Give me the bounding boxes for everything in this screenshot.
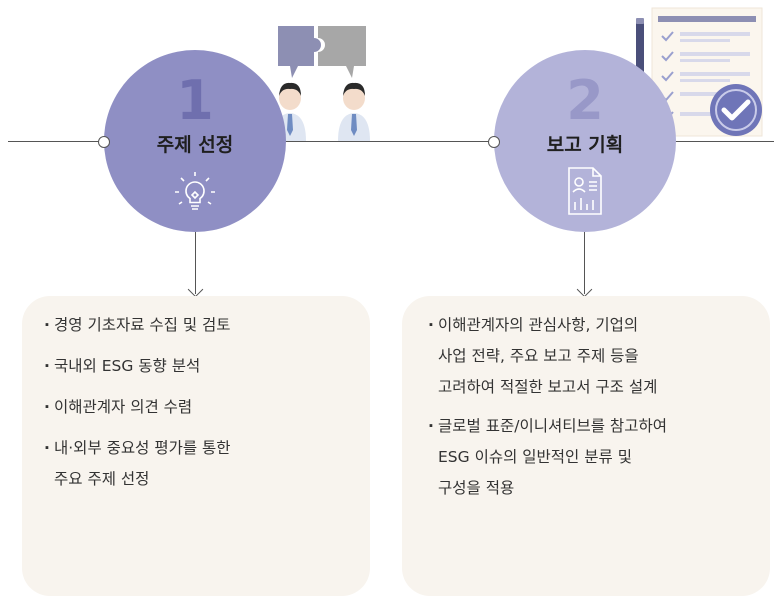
list-item-line: 이해관계자의 관심사항, 기업의 [438, 316, 639, 334]
list-item: ·국내외 ESG 동향 분석 [44, 351, 231, 382]
list-item: ·경영 기초자료 수집 및 검토 [44, 310, 231, 341]
step-1-card: ·경영 기초자료 수집 및 검토·국내외 ESG 동향 분석·이해관계자 의견 … [22, 296, 370, 596]
list-item-line: 사업 전략, 주요 보고 주제 등을 [438, 347, 639, 365]
step-1-title: 주제 선정 [156, 134, 234, 156]
list-item-line: 경영 기초자료 수집 및 검토 [54, 316, 231, 334]
bullet-icon: · [44, 316, 50, 334]
step-2-node [488, 136, 500, 148]
list-item-line: 주요 주제 선정 [54, 470, 150, 488]
step-2-circle: 2 보고 기획 [494, 50, 676, 232]
step-2-arrow [576, 281, 593, 298]
lightbulb-icon [171, 168, 219, 220]
step-1-list: ·경영 기초자료 수집 및 검토·국내외 ESG 동향 분석·이해관계자 의견 … [44, 310, 231, 505]
step-1-number: 1 [176, 69, 214, 132]
step-1-connector [195, 232, 196, 294]
list-item: ·이해관계자 의견 수렴 [44, 392, 231, 423]
report-document-icon [563, 164, 607, 222]
list-item-line: 글로벌 표준/이니셔티브를 참고하여 [438, 417, 667, 435]
list-item-line: 내·외부 중요성 평가를 통한 [54, 439, 231, 457]
step-2-number: 2 [566, 69, 604, 132]
bullet-icon: · [44, 398, 50, 416]
step-1-node [98, 136, 110, 148]
step-2-connector [584, 232, 585, 294]
step-1-arrow [187, 281, 204, 298]
step-2-title: 보고 기획 [546, 134, 624, 156]
bullet-icon: · [428, 316, 434, 334]
list-item-line: 구성을 적용 [438, 479, 515, 497]
timeline-line [8, 141, 774, 142]
list-item-line: 고려하여 적절한 보고서 구조 설계 [438, 378, 658, 396]
list-item-line: ESG 이슈의 일반적인 분류 및 [438, 448, 632, 466]
bullet-icon: · [44, 439, 50, 457]
step-1-circle: 1 주제 선정 [104, 50, 286, 232]
list-item-line: 국내외 ESG 동향 분석 [54, 357, 201, 375]
list-item-line: 이해관계자 의견 수렴 [54, 398, 193, 416]
bullet-icon: · [428, 417, 434, 435]
puzzle-discussion-people-icon [270, 18, 390, 147]
bullet-icon: · [44, 357, 50, 375]
